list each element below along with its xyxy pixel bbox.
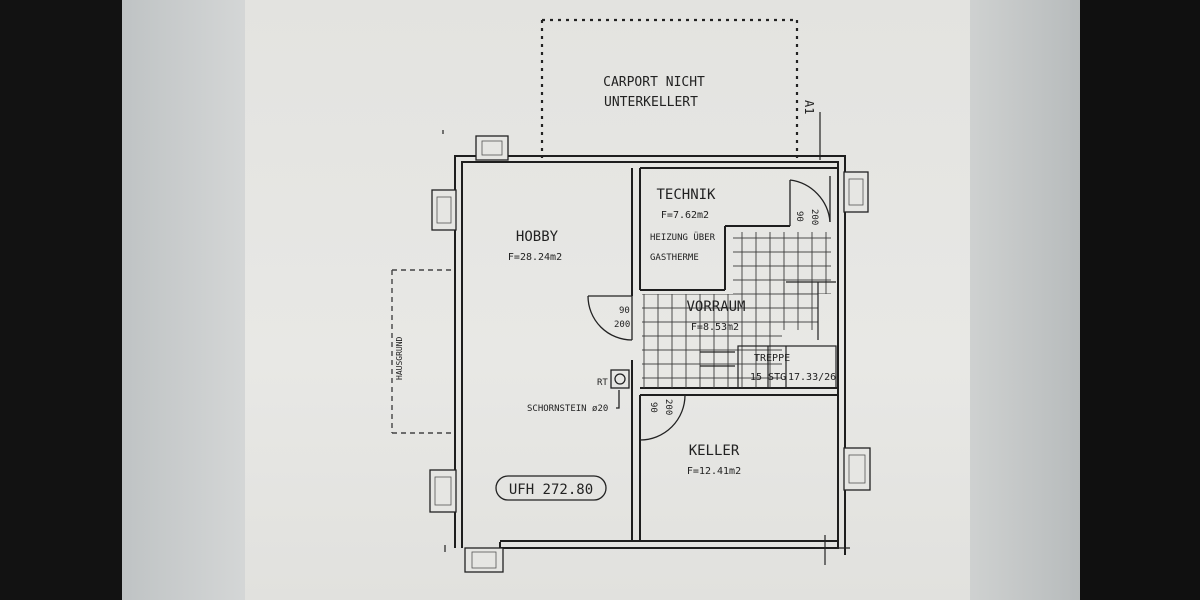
tile-floor [642,232,831,388]
room-technik-note1: HEIZUNG ÜBER [650,232,716,243]
exterior-walls [454,155,846,555]
room-technik-area: F=7.62m2 [661,210,709,221]
chimney-symbol [610,369,630,409]
carport-label-line2: UNTERKELLERT [604,95,698,110]
door-hobby-width: 90 [619,306,630,316]
plan-sheet [245,0,970,600]
carport-label-line1: CARPORT NICHT [603,75,705,90]
stairs [700,281,837,389]
monitor-frame-left [0,0,122,600]
corner-ticks [442,130,850,565]
door-technik-height: 200 [809,209,819,225]
hausgrund-label: HAUSGRUND [395,336,404,380]
door-keller [639,394,686,441]
room-keller-area: F=12.41m2 [687,466,741,477]
window-frames [434,140,866,569]
door-keller-height: 200 [663,399,673,415]
section-marker-label: A1 [802,100,816,114]
room-hobby-area: F=28.24m2 [508,252,562,263]
stair-ratio: 17.33/26 [788,372,836,383]
room-keller-name: KELLER [689,443,740,459]
chimney-code: RT [597,378,608,388]
door-hobby-height: 200 [614,320,630,330]
carport-outline [540,18,799,158]
stair-steps: 15 STG [750,372,786,383]
room-vorraum-name: VORRAUM [686,299,745,315]
room-vorraum-area: F=8.53m2 [691,322,739,333]
chimney-label: SCHORNSTEIN ø20 [527,404,608,414]
section-marker: A1 [802,100,821,160]
ufh-label: UFH 272.80 [509,482,593,498]
stair-label: TREPPE [754,353,790,364]
room-technik-note2: GASTHERME [650,253,699,263]
monitor-frame-right [1080,0,1200,600]
door-technik-width: 90 [794,211,804,222]
door-hobby [587,295,633,341]
hausgrund-outline [391,269,452,434]
ufh-badge [495,475,607,501]
room-hobby-name: HOBBY [516,229,559,245]
room-technik-name: TECHNIK [656,187,716,203]
door-technik [789,176,831,226]
door-keller-width: 90 [648,402,658,413]
